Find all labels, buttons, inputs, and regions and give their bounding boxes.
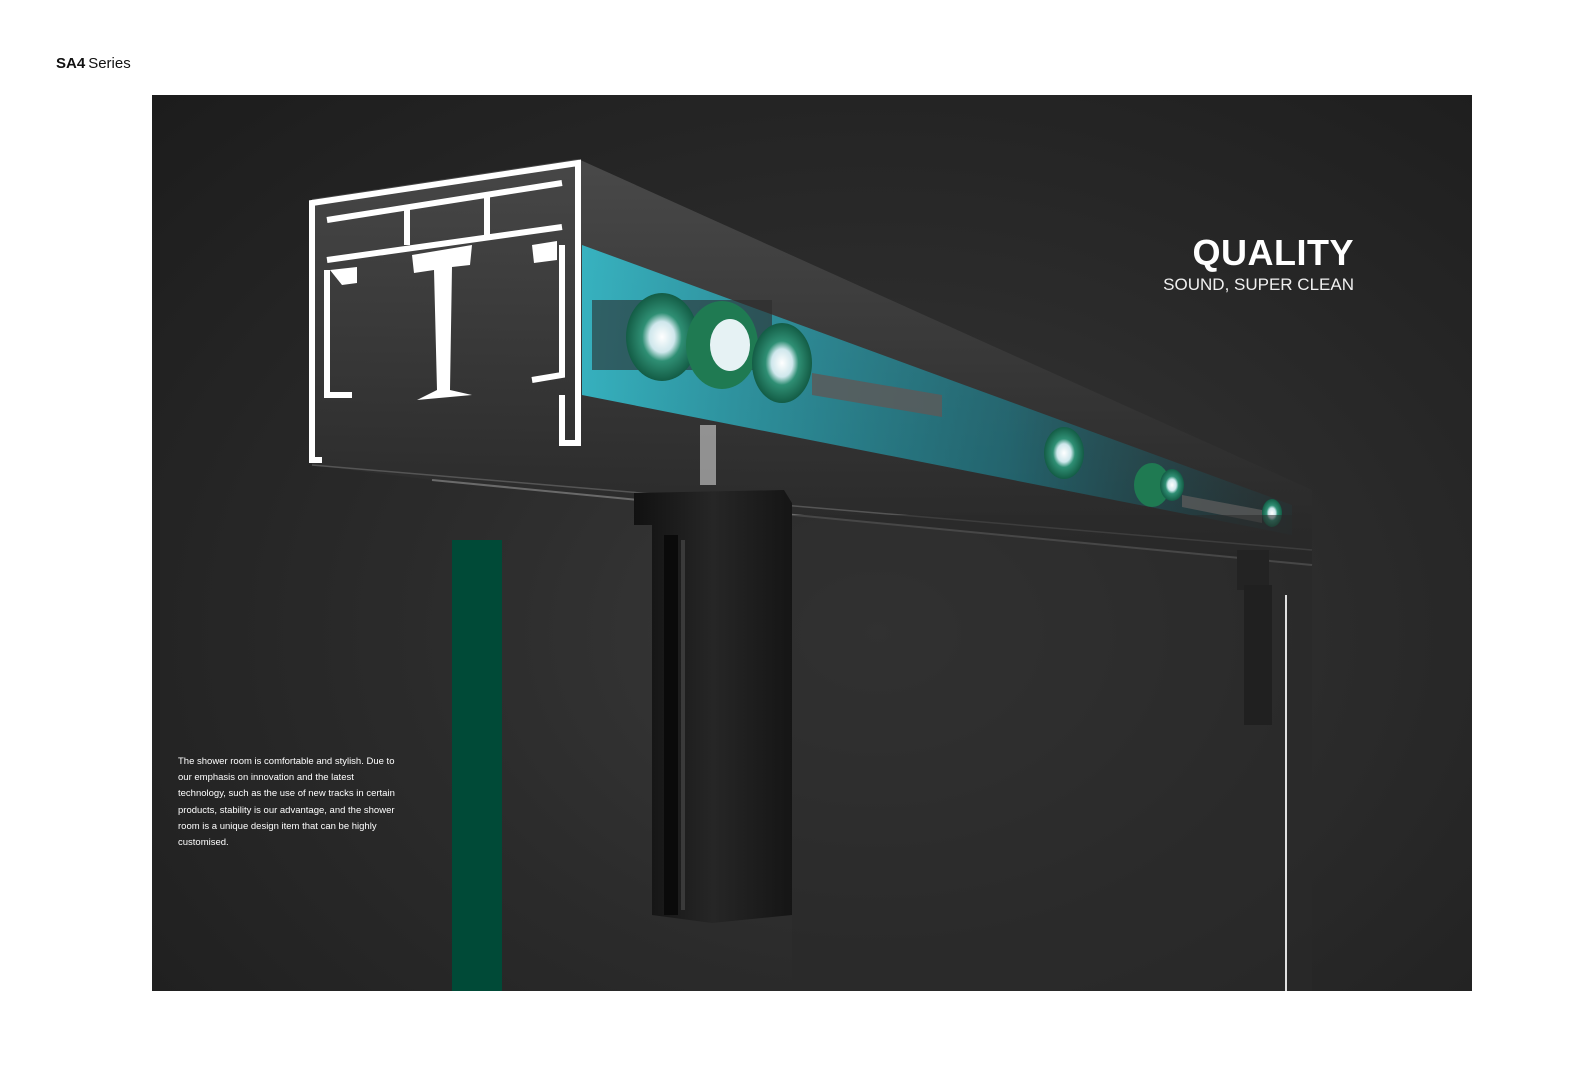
headline-block: QUALITY SOUND, SUPER CLEAN xyxy=(1163,233,1354,295)
soft-close-damper xyxy=(812,373,942,417)
left-door-bracket xyxy=(634,425,792,923)
series-code: SA4 xyxy=(56,55,86,72)
product-photo: QUALITY SOUND, SUPER CLEAN The shower ro… xyxy=(152,95,1472,991)
green-glass-edge xyxy=(452,540,502,991)
product-description: The shower room is comfortable and styli… xyxy=(178,756,395,849)
track-profile-outline xyxy=(309,159,581,463)
glass-door-panel xyxy=(792,515,1312,991)
headline-title: QUALITY xyxy=(1192,232,1354,273)
sliding-track-illustration xyxy=(309,159,1313,991)
track-profile-inner xyxy=(330,241,557,400)
series-word: Series xyxy=(88,55,131,72)
roller-wheels xyxy=(626,293,1282,527)
headline-subtitle: SOUND, SUPER CLEAN xyxy=(1163,275,1354,294)
